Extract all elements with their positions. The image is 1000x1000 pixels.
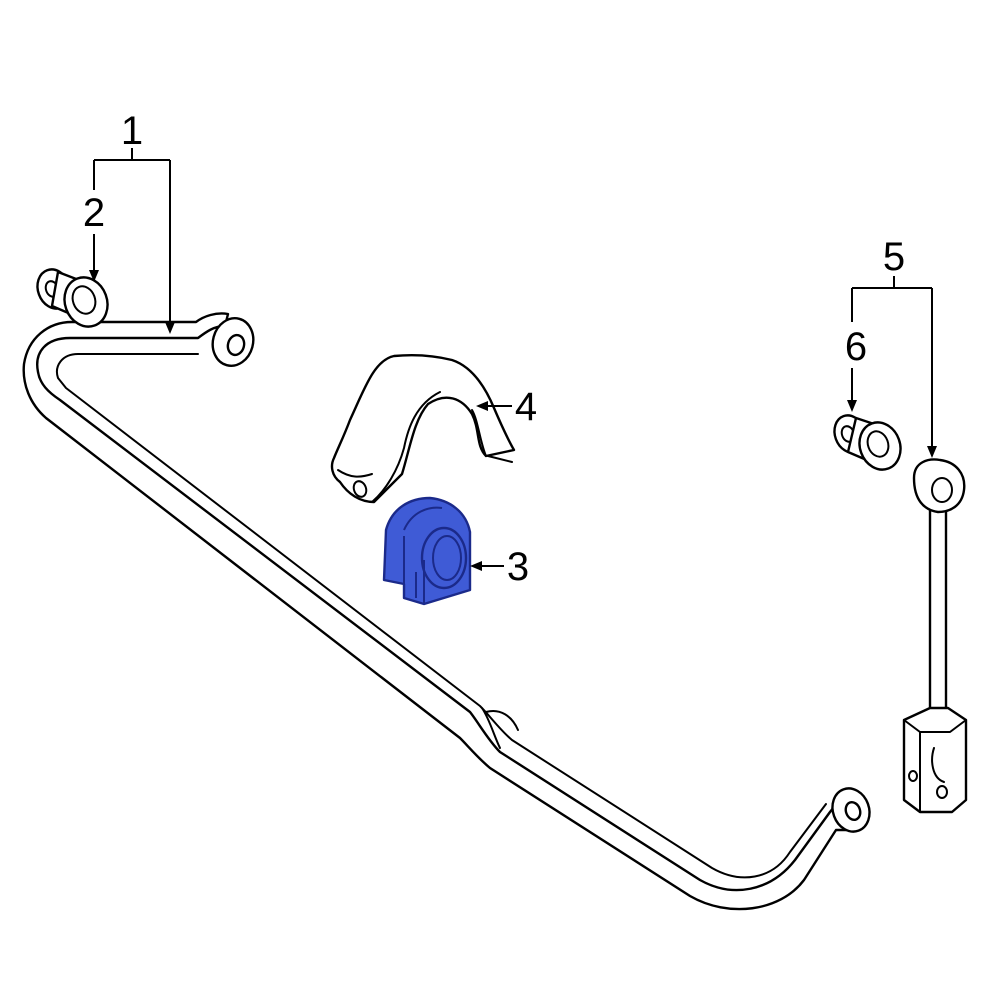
callout-5: 5: [883, 235, 905, 279]
callout-4: 4: [515, 385, 537, 429]
callout-6: 6: [845, 325, 867, 369]
end-bushing-2[interactable]: [32, 265, 114, 333]
link-bushing-6[interactable]: [829, 411, 907, 475]
stabilizer-bushing[interactable]: [382, 496, 472, 606]
callout-2: 2: [83, 191, 105, 235]
callout-1: 1: [121, 109, 143, 153]
callout-numbers: 1 2 3 4 5 6: [83, 109, 905, 589]
stabilizer-link[interactable]: [902, 458, 968, 814]
leader-lines: [89, 148, 937, 571]
bushing-bracket[interactable]: [330, 354, 516, 504]
stabilizer-bar[interactable]: [22, 312, 876, 911]
callout-3: 3: [507, 545, 529, 589]
